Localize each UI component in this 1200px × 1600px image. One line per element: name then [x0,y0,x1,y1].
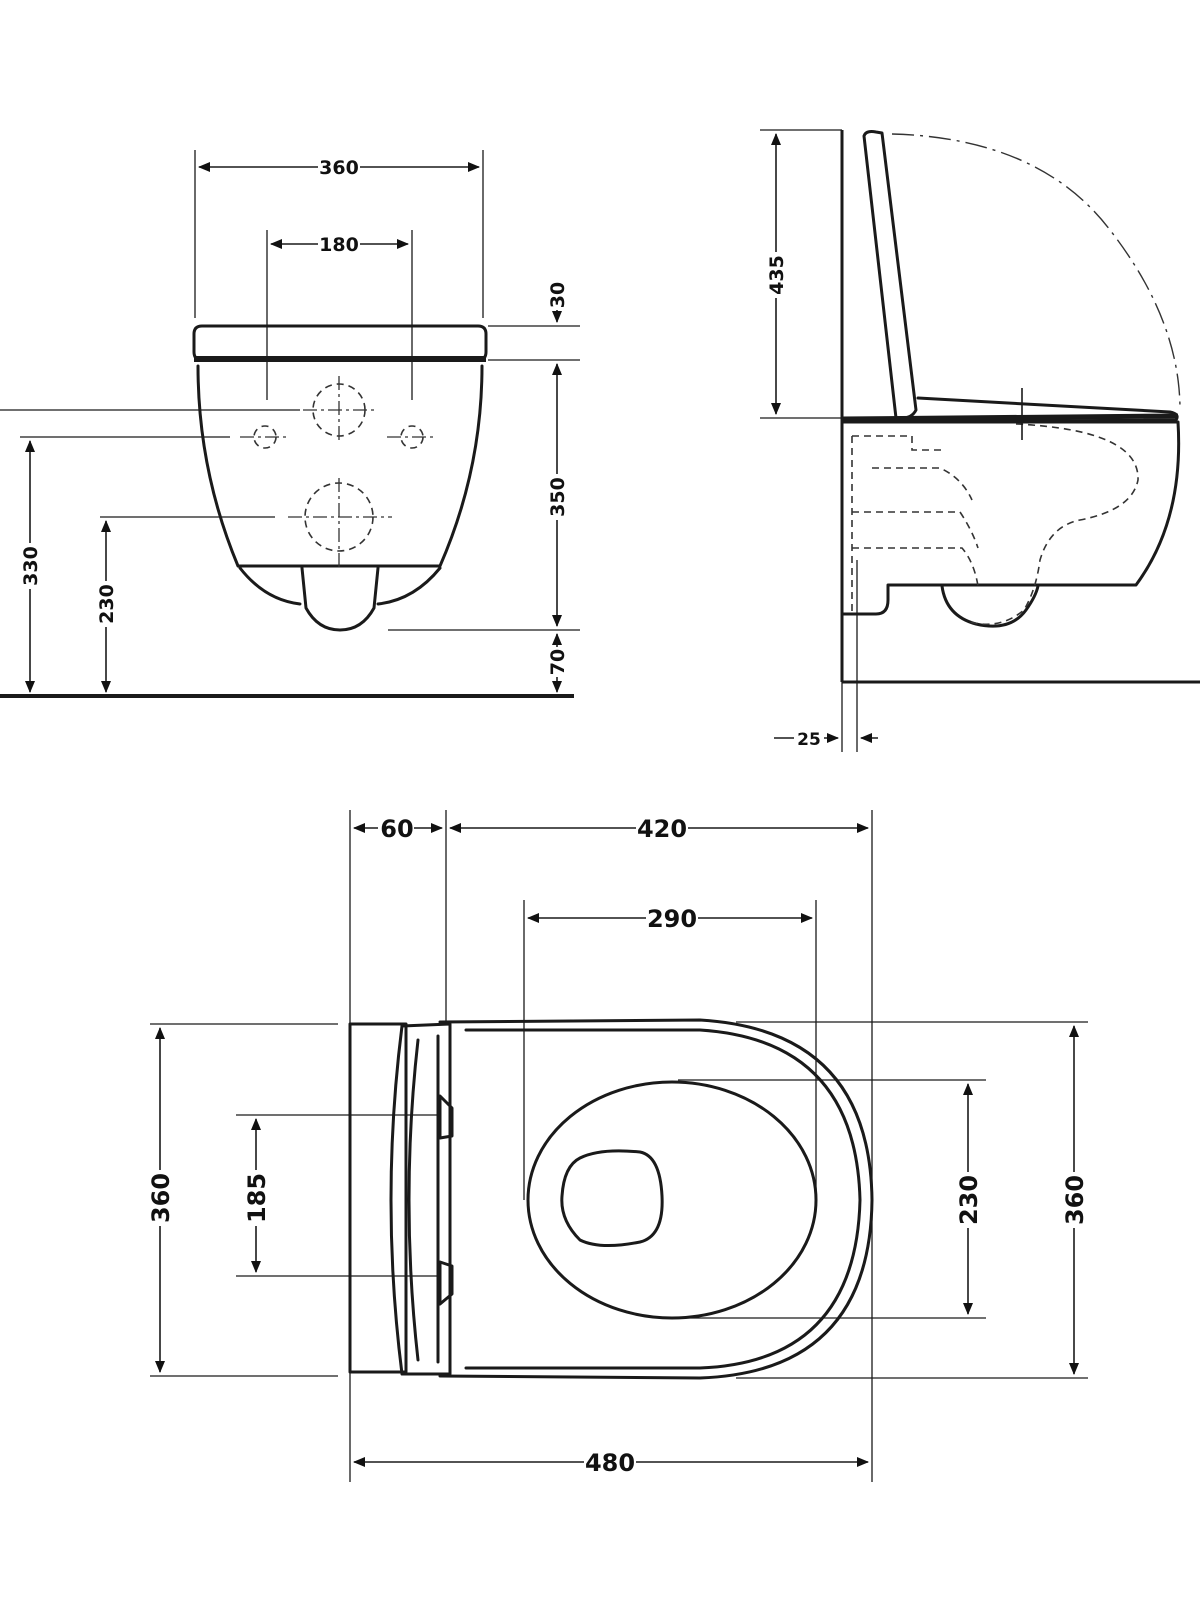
plan-water-pool [560,1149,664,1247]
dim-label-bowl-width: 360 [1061,1175,1089,1225]
dim-label-waste-height: 230 [96,584,118,624]
plan-hinge-right [438,1260,454,1306]
dim-label-bowl-length: 420 [637,815,687,843]
front-spigot [300,566,380,632]
side-seat-line [841,413,1179,422]
side-view: 435 25 [760,129,1200,752]
plan-view: 60 420 290 480 360 185 230 360 [146,810,1089,1482]
plan-hinge-left [438,1094,454,1140]
dim-label-rear-offset: 60 [380,815,413,843]
front-seat-lid [192,324,488,362]
plan-seat-opening [526,1080,818,1320]
dim-label-wall-offset: 25 [797,730,821,750]
dim-label-plan-width: 360 [147,1173,175,1223]
plan-seat-outer [438,1018,874,1380]
side-lid [862,130,918,420]
dim-label-seat-opening: 290 [647,905,697,933]
dim-label-front-width: 360 [319,157,359,179]
dim-label-bolt-height: 330 [20,546,42,586]
dim-label-bottom-clearance: 70 [547,649,569,675]
plan-seat-back-inner [407,1038,420,1362]
side-hidden-bowl [969,423,1139,626]
front-bowl-body [196,364,484,568]
dim-label-seat-width: 230 [955,1175,983,1225]
dim-label-seat-height: 435 [766,255,788,295]
dim-label-seat-thickness: 30 [547,282,569,308]
dim-label-overall-length: 480 [585,1449,635,1477]
plan-seat-back [389,1022,452,1376]
side-bowl-body [840,420,1181,616]
plan-seat-inner-ring [464,1028,862,1370]
side-trap [940,584,1040,628]
dim-label-bowl-height: 350 [547,477,569,517]
dim-label-fixing-spacing: 185 [243,1173,271,1223]
front-view: 360 180 30 350 70 330 230 [0,150,580,698]
front-bowl-base [238,566,442,606]
side-lid-swing-arc [891,133,1181,411]
dim-label-bolt-spacing: 180 [319,234,359,256]
side-hidden-inlet [852,435,979,587]
